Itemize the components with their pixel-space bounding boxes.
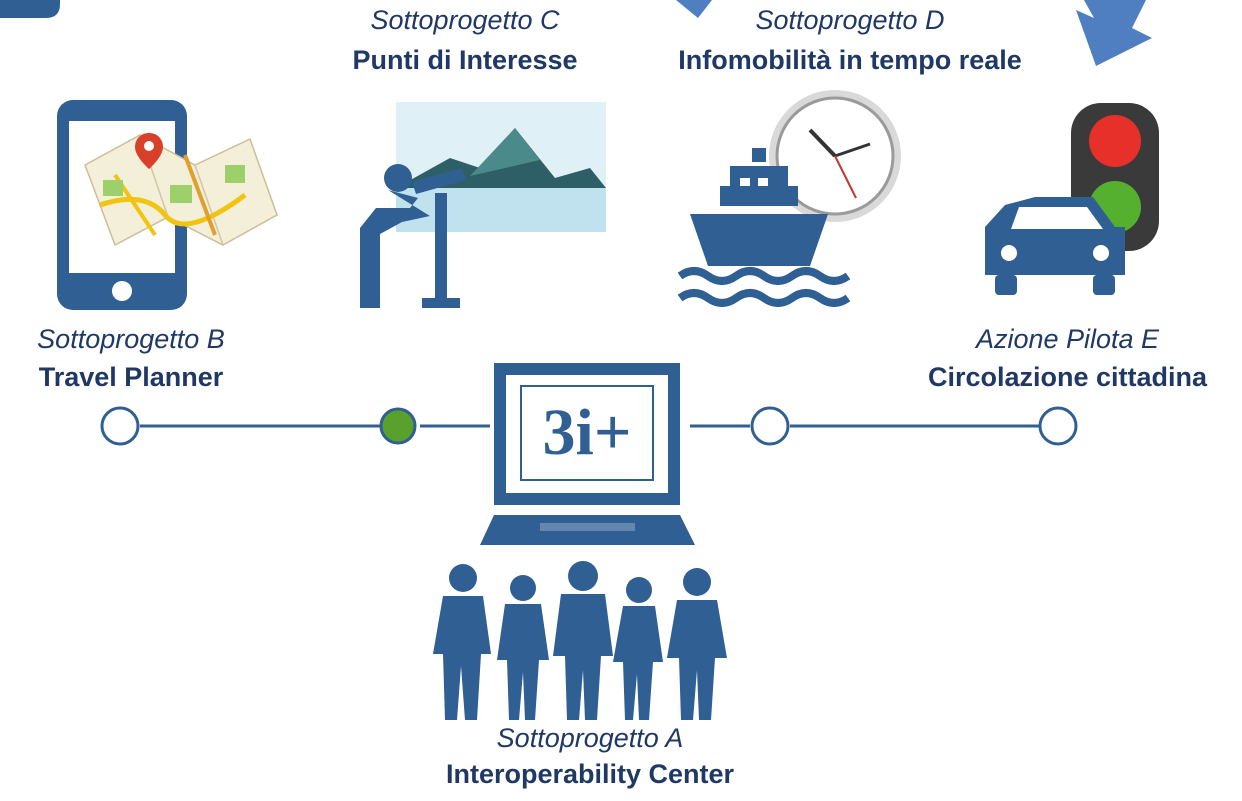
subproject-e-sub: Azione Pilota E — [975, 324, 1160, 354]
down-arrow-icon — [1076, 0, 1152, 66]
subproject-d-sub: Sottoprogetto D — [755, 5, 945, 35]
network-node-right — [750, 406, 790, 446]
network-node-e — [1038, 406, 1078, 446]
down-arrow-icon — [676, 0, 712, 18]
network-node-active — [379, 407, 417, 445]
subproject-a-caption: Sottoprogetto A Interoperability Center — [360, 722, 820, 791]
network-line — [100, 406, 1078, 446]
center-screen-label: 3i+ — [520, 385, 654, 481]
subproject-e-caption: Azione Pilota E Circolazione cittadina — [895, 323, 1240, 394]
viewpoint-telescope-icon — [360, 102, 606, 308]
subproject-b-name: Travel Planner — [38, 362, 224, 393]
subproject-d-caption: Sottoprogetto D Infomobilità in tempo re… — [620, 4, 1080, 77]
subproject-a-name: Interoperability Center — [445, 759, 735, 790]
subproject-b-caption: Sottoprogetto B Travel Planner — [0, 323, 262, 394]
subproject-c-name: Punti di Interesse — [352, 45, 578, 76]
badge-corner-icon — [0, 0, 60, 18]
subproject-a-sub: Sottoprogetto A — [496, 723, 684, 753]
center-3i-label: 3i+ — [542, 396, 632, 469]
people-group-icon — [433, 561, 727, 720]
ferry-clock-icon — [677, 90, 901, 307]
laptop-3i-icon: 3i+ — [480, 355, 695, 550]
subproject-b-sub: Sottoprogetto B — [37, 324, 225, 354]
smartphone-map-icon — [57, 100, 278, 310]
subproject-e-name: Circolazione cittadina — [927, 362, 1208, 393]
car-traffic-light-icon — [985, 103, 1159, 295]
subproject-d-name: Infomobilità in tempo reale — [678, 45, 1022, 76]
subproject-c-caption: Sottoprogetto C Punti di Interesse — [300, 4, 630, 77]
subproject-c-sub: Sottoprogetto C — [370, 5, 560, 35]
network-node-b — [100, 406, 140, 446]
